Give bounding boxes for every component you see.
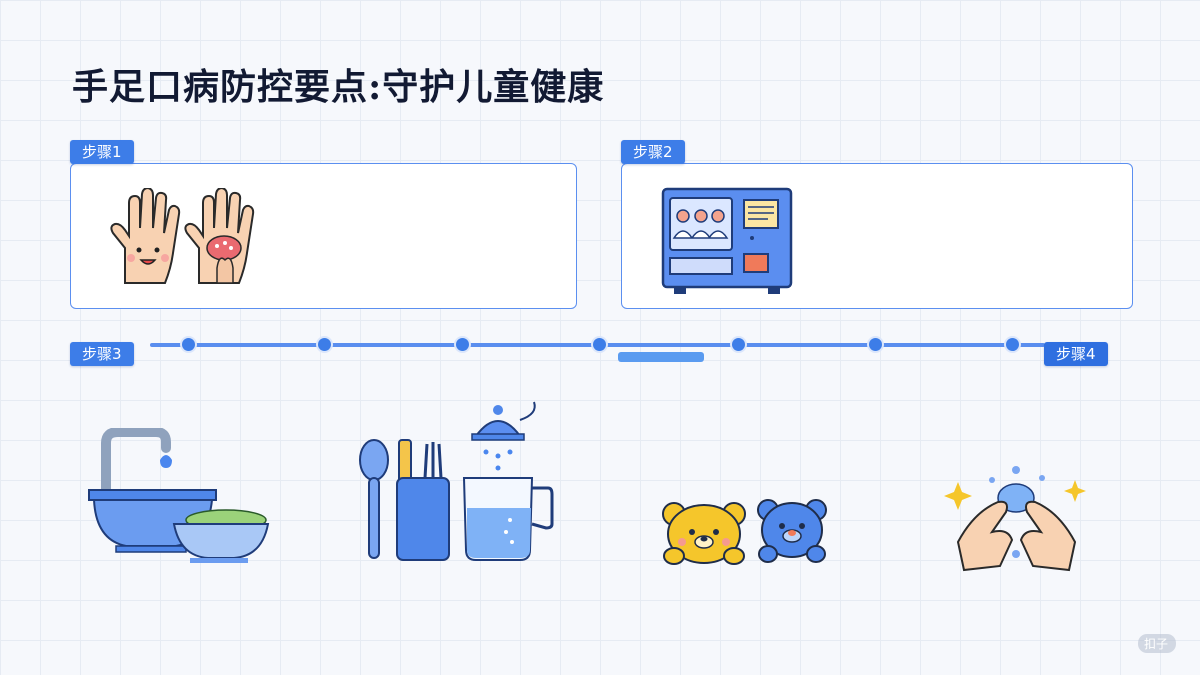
step1-tag: 步骤1 <box>70 140 134 164</box>
page-title: 手足口病防控要点:守护儿童健康 <box>72 66 605 108</box>
utensils-icon <box>359 439 450 561</box>
hand-rash-icon <box>184 188 255 284</box>
monitor-machine-icon <box>661 187 793 294</box>
timeline-dot <box>732 338 745 351</box>
step4-tag: 步骤4 <box>1044 342 1108 366</box>
watermark-logo: 扣子 <box>1137 634 1176 653</box>
step2-card <box>621 163 1133 309</box>
hand-washing-icon <box>944 466 1086 572</box>
hand-icon <box>110 188 181 284</box>
teddy-bear-icon <box>662 502 746 565</box>
timeline-highlight-bar <box>618 352 704 362</box>
water-pitcher-icon <box>462 401 554 561</box>
timeline-dot <box>593 338 606 351</box>
timeline-dot <box>456 338 469 351</box>
timeline-dot <box>1006 338 1019 351</box>
step3-tag: 步骤3 <box>70 342 134 366</box>
timeline <box>150 338 1045 351</box>
washbasin-icon <box>88 428 270 563</box>
timeline-dot <box>182 338 195 351</box>
timeline-dot <box>869 338 882 351</box>
step2-tag: 步骤2 <box>621 140 685 164</box>
blue-bear-icon <box>757 499 827 563</box>
timeline-dot <box>318 338 331 351</box>
step1-card <box>70 163 577 309</box>
